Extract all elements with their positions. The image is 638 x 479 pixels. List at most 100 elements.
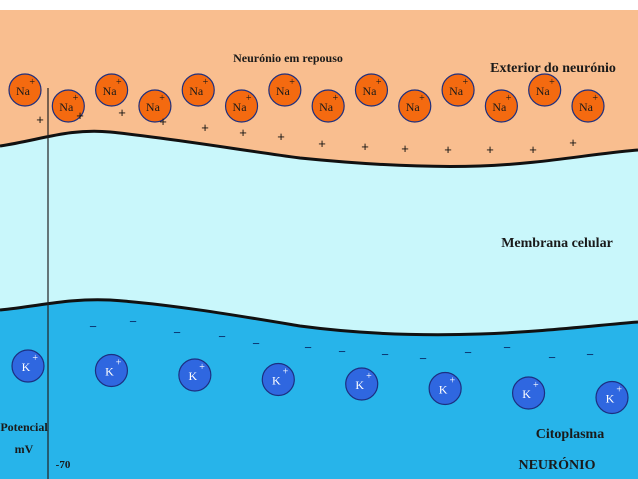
potassium-ion-circle	[345, 367, 379, 401]
sodium-ion-circle	[95, 73, 129, 107]
potassium-ion-symbol: K	[355, 378, 364, 392]
potassium-ion-circle	[428, 371, 462, 406]
negative-charge: −	[586, 347, 594, 362]
sodium-ion: Na+	[8, 73, 42, 107]
potassium-ion-charge: +	[283, 367, 289, 378]
potassium-ion-symbol: K	[105, 365, 114, 379]
membrane-label: Membrana celular	[501, 236, 613, 251]
sodium-ion: Na+	[311, 89, 345, 123]
potassium-ion-symbol: K	[439, 383, 448, 397]
sodium-ion-circle	[528, 73, 562, 107]
sodium-ion: Na+	[51, 89, 85, 123]
sodium-ion-symbol: Na	[492, 100, 507, 114]
sodium-ion-charge: +	[462, 77, 468, 88]
sodium-ion-symbol: Na	[362, 84, 377, 98]
sodium-ion-symbol: Na	[319, 100, 334, 114]
sodium-ion-circle	[354, 73, 389, 107]
potassium-ion: K+	[94, 353, 129, 388]
sodium-ion-symbol: Na	[449, 84, 464, 98]
sodium-ion-symbol: Na	[406, 100, 421, 114]
sodium-ion: Na+	[528, 73, 562, 107]
positive-charge: +	[361, 139, 369, 154]
positive-charge: +	[569, 135, 577, 150]
potassium-ion-symbol: K	[189, 369, 198, 383]
sodium-ion: Na+	[268, 73, 302, 107]
potassium-ion-circle	[94, 353, 129, 388]
sodium-ion-symbol: Na	[579, 100, 594, 114]
potassium-ion-symbol: K	[22, 360, 31, 374]
sodium-ion-charge: +	[289, 77, 295, 88]
positive-charge: +	[36, 112, 44, 127]
sodium-ion-symbol: Na	[189, 84, 204, 98]
positive-charge: +	[529, 142, 537, 157]
sodium-ion-circle	[311, 89, 345, 123]
potassium-ion-charge: +	[199, 362, 205, 373]
sodium-ion-charge: +	[592, 93, 598, 104]
sodium-ion: Na+	[484, 89, 518, 123]
membrane-outer-edge	[0, 129, 638, 169]
negative-charge: −	[129, 314, 137, 329]
negative-charge: −	[218, 329, 226, 344]
sodium-ion-charge: +	[376, 77, 382, 88]
negative-charge: −	[252, 336, 260, 351]
potassium-ion-symbol: K	[522, 387, 531, 401]
potassium-ion-circle	[11, 349, 45, 383]
potassium-ion: K+	[345, 367, 379, 401]
positive-charge: +	[239, 125, 247, 140]
potassium-ion-charge: +	[116, 358, 122, 369]
potassium-ion-charge: +	[533, 380, 539, 391]
positive-charge: +	[444, 142, 452, 157]
potassium-ion-charge: +	[450, 376, 456, 387]
sodium-ion-circle	[268, 73, 302, 107]
cytoplasm-region	[0, 299, 638, 479]
sodium-ion-charge: +	[246, 93, 252, 104]
potential-unit: mV	[15, 442, 34, 456]
potassium-ion: K+	[511, 376, 546, 410]
sodium-ion-charge: +	[419, 93, 425, 104]
sodium-ion-circle	[181, 73, 215, 107]
negative-charge: −	[173, 325, 181, 340]
sodium-ion-charge: +	[29, 77, 35, 88]
sodium-ion-symbol: Na	[276, 84, 291, 98]
diagram-title: Neurónio em repouso	[233, 51, 343, 65]
membrane-inner-edge	[0, 298, 638, 337]
sodium-ion-charge: +	[506, 93, 512, 104]
sodium-ion: Na+	[354, 73, 389, 107]
ion-layer: Na+Na+Na+Na+Na+Na+Na+Na+Na+Na+Na+Na+Na+N…	[8, 73, 629, 415]
potassium-ion-circle	[595, 380, 629, 415]
potassium-ion-circle	[511, 376, 546, 410]
sodium-ion-circle	[8, 73, 42, 107]
sodium-ion-charge: +	[73, 93, 79, 104]
potassium-ion-circle	[261, 362, 295, 397]
sodium-ion-symbol: Na	[536, 84, 551, 98]
sodium-ion-charge: +	[203, 77, 209, 88]
sodium-ion: Na+	[398, 89, 432, 123]
potassium-ion-symbol: K	[606, 392, 615, 406]
sodium-ion-circle	[398, 89, 432, 123]
negative-charge: −	[503, 340, 511, 355]
sodium-ion-charge: +	[116, 77, 122, 88]
sodium-ion: Na+	[441, 73, 475, 107]
potential-value: -70	[56, 459, 71, 471]
sodium-ion-circle	[571, 89, 605, 123]
sodium-ion-symbol: Na	[16, 84, 31, 98]
potassium-ion: K+	[261, 362, 295, 397]
sodium-ion-circle	[441, 73, 475, 107]
positive-charge: +	[486, 142, 494, 157]
exterior-label: Exterior do neurónio	[490, 61, 616, 76]
sodium-ion-charge: +	[333, 93, 339, 104]
negative-charge: −	[548, 350, 556, 365]
positive-charge: +	[277, 129, 285, 144]
sodium-ion-charge: +	[159, 93, 165, 104]
potassium-ion: K+	[595, 380, 629, 415]
potassium-ion: K+	[178, 358, 212, 392]
negative-charge: −	[464, 345, 472, 360]
potential-label: Potencial	[0, 420, 48, 434]
potassium-ion: K+	[428, 371, 462, 406]
potassium-ion-charge: +	[32, 353, 38, 364]
sodium-ion-symbol: Na	[233, 100, 248, 114]
potassium-ion-charge: +	[616, 385, 622, 396]
sodium-ion-circle	[484, 89, 518, 123]
